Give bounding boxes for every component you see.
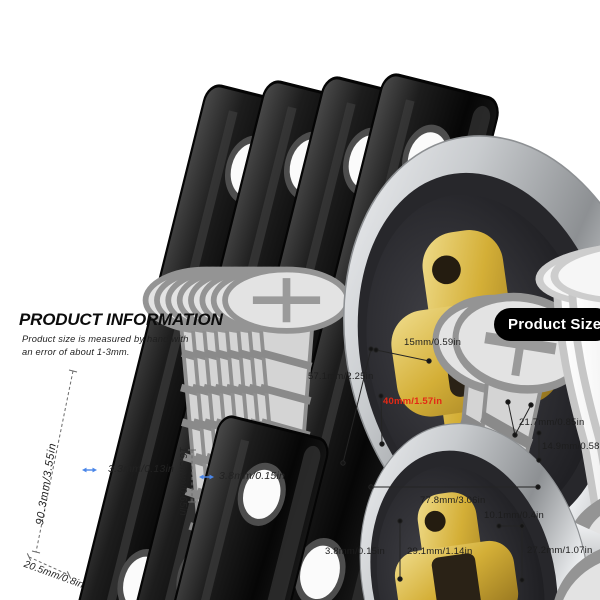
dim-label-hook-cradle-width: 21.7mm/0.85in [519,417,585,428]
dim-label-hook-base-height: 57.1mm/2.25in [308,371,374,382]
dim-label-small-screw-length: 16.5mm/0.65in [177,447,188,516]
dim-arrow-bracket-thickness [82,467,97,473]
product-information-heading: PRODUCT INFORMATION [19,310,223,329]
dim-label-hook-cradle-height: 14.9mm/0.58in [542,441,600,452]
dim-lines-hook [340,346,542,490]
dim-label-hook-base-diameter: 40mm/1.57in [383,396,443,407]
dim-label-anchor-length: 27.2mm/1.07in [527,545,593,556]
dim-label-bracket-thickness: 3.3mm/0.13in [108,463,175,475]
dim-label-mounting-screw-length: 29.1mm/1.14in [407,546,473,557]
dim-label-hook-total-length: 77.8mm/3.06in [420,495,486,506]
dim-label-small-screw-diameter: 3.8mm/0.15in [219,470,286,482]
dim-lines-bracket [26,369,78,579]
dim-label-anchor-diameter: 10.1mm/0.4in [484,510,544,521]
dim-label-mounting-screw-diameter: 3.8mm/0.15in [325,546,385,557]
dim-lines-small-screw [188,449,196,503]
dim-arrow-screw-diameter [199,474,214,480]
measurement-note-line1: Product size is measured by hand with [22,334,189,344]
product-size-badge-label: Product Size [508,316,600,333]
dim-lines-screw-anchor [397,518,525,583]
product-size-badge: Product Size [494,308,600,341]
measurement-note-line2: an error of about 1-3mm. [22,347,130,357]
dim-label-hook-rim-width: 15mm/0.59in [404,337,462,348]
